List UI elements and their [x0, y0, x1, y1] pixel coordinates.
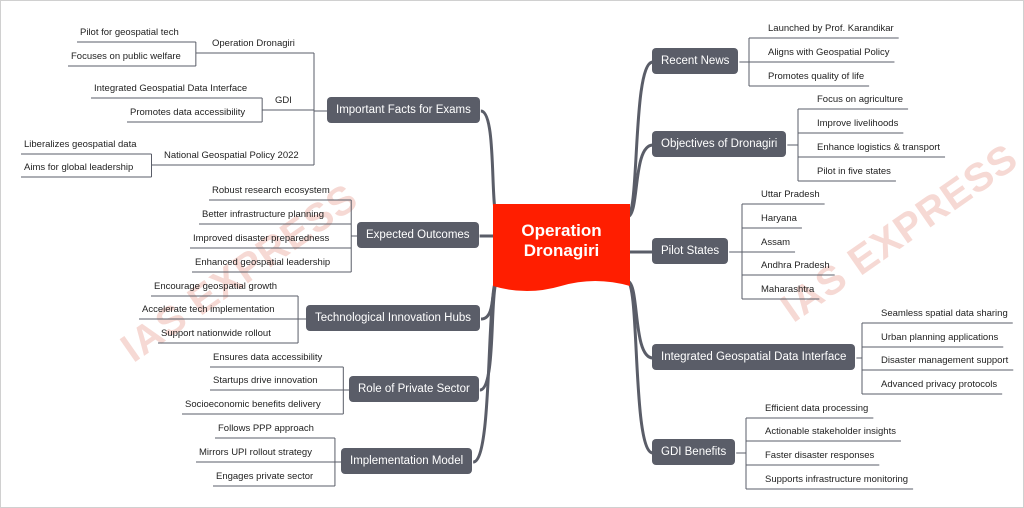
- leaf-promotes-data-accessibility: Promotes data accessibility: [130, 107, 246, 118]
- leaf-assam: Assam: [761, 237, 791, 248]
- leaf-integrated-interface: Integrated Geospatial Data Interface: [94, 83, 248, 94]
- subtopic-operation-dronagiri: Operation Dronagiri: [212, 38, 295, 49]
- leaf-improve-livelihoods: Improve livelihoods: [817, 118, 899, 129]
- subtopic-gdi: GDI: [275, 95, 292, 106]
- leaf-promotes-quality-of-life: Promotes quality of life: [768, 71, 865, 82]
- leaf-focus-on-agriculture: Focus on agriculture: [817, 94, 904, 105]
- leaf-seamless-data-sharing: Seamless spatial data sharing: [881, 308, 1008, 319]
- topic-gdi-benefits[interactable]: GDI Benefits: [652, 439, 736, 465]
- leaf-public-welfare: Focuses on public welfare: [71, 51, 181, 62]
- leaf-accelerate-tech: Accelerate tech implementation: [142, 304, 275, 315]
- topic-recent-news[interactable]: Recent News: [652, 48, 739, 74]
- leaf-advanced-privacy: Advanced privacy protocols: [881, 379, 998, 390]
- leaf-aligns-geospatial-policy: Aligns with Geospatial Policy: [768, 47, 890, 58]
- leaf-global-leadership: Aims for global leadership: [24, 162, 134, 173]
- central-banner-shape: [493, 204, 630, 291]
- leaf-haryana: Haryana: [761, 213, 797, 224]
- topic-expected-outcomes[interactable]: Expected Outcomes: [357, 222, 479, 248]
- topic-role-of-private-sector[interactable]: Role of Private Sector: [349, 376, 479, 402]
- leaf-startups-innovation: Startups drive innovation: [213, 375, 318, 386]
- topic-objectives-of-dronagiri[interactable]: Objectives of Dronagiri: [652, 131, 787, 157]
- leaf-engages-private-sector: Engages private sector: [216, 471, 314, 482]
- leaf-disaster-management: Disaster management support: [881, 355, 1009, 366]
- leaf-faster-disaster-responses: Faster disaster responses: [765, 450, 875, 461]
- leaf-liberalizes-data: Liberalizes geospatial data: [24, 139, 137, 150]
- leaf-ppp-approach: Follows PPP approach: [218, 423, 314, 434]
- subtopic-national-geospatial-policy: National Geospatial Policy 2022: [164, 150, 299, 161]
- leaf-maharashtra: Maharashtra: [761, 284, 815, 295]
- leaf-socioeconomic-benefits: Socioeconomic benefits delivery: [185, 399, 321, 410]
- leaf-pilot-geospatial-tech: Pilot for geospatial tech: [80, 27, 179, 38]
- leaf-infrastructure-planning: Better infrastructure planning: [202, 209, 324, 220]
- topic-integrated-geospatial-data-interface[interactable]: Integrated Geospatial Data Interface: [652, 344, 856, 370]
- topic-innovation-hubs[interactable]: Technological Innovation Hubs: [306, 305, 480, 331]
- leaf-andhra-pradesh: Andhra Pradesh: [761, 260, 830, 271]
- topic-implementation-model[interactable]: Implementation Model: [341, 448, 473, 474]
- leaf-disaster-preparedness: Improved disaster preparedness: [193, 233, 330, 244]
- leaf-infrastructure-monitoring: Supports infrastructure monitoring: [765, 474, 909, 485]
- leaf-launched-by-karandikar: Launched by Prof. Karandikar: [768, 23, 894, 34]
- central-topic: Operation Dronagiri: [493, 204, 630, 296]
- leaf-stakeholder-insights: Actionable stakeholder insights: [765, 426, 896, 437]
- leaf-research-ecosystem: Robust research ecosystem: [212, 185, 330, 196]
- leaf-data-accessibility: Ensures data accessibility: [213, 352, 323, 363]
- topic-important-facts[interactable]: Important Facts for Exams: [327, 97, 480, 123]
- leaf-encourage-growth: Encourage geospatial growth: [154, 281, 278, 292]
- leaf-pilot-in-five-states: Pilot in five states: [817, 166, 891, 177]
- leaf-enhance-logistics: Enhance logistics & transport: [817, 142, 941, 153]
- leaf-urban-planning: Urban planning applications: [881, 332, 999, 343]
- leaf-geospatial-leadership: Enhanced geospatial leadership: [195, 257, 331, 268]
- leaf-upi-rollout: Mirrors UPI rollout strategy: [199, 447, 312, 458]
- central-topic-title: Operation Dronagiri: [521, 221, 602, 260]
- topic-pilot-states[interactable]: Pilot States: [652, 238, 729, 264]
- leaf-efficient-processing: Efficient data processing: [765, 403, 869, 414]
- leaf-uttar-pradesh: Uttar Pradesh: [761, 189, 820, 200]
- leaf-nationwide-rollout: Support nationwide rollout: [161, 328, 271, 339]
